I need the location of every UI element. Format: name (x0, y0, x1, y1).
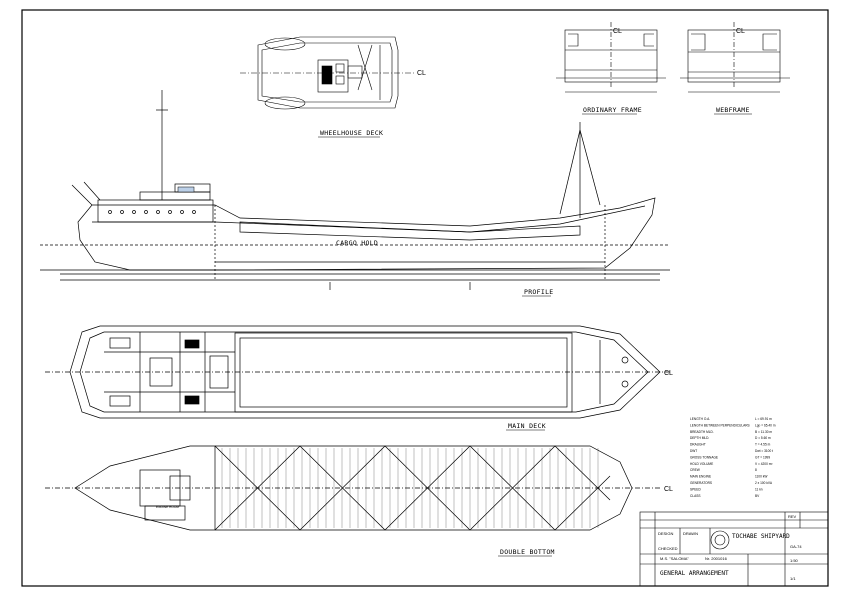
double-bottom-view (45, 445, 660, 531)
cargo-hold-label: CARGO HOLD (336, 239, 378, 247)
double-bottom-floors (221, 448, 599, 528)
particular-value: Dwt = 3100 t (755, 449, 773, 453)
wheelhouse-deck-view (240, 36, 415, 110)
particular-label: LENGTH O.A. (690, 417, 710, 421)
wheelhouse-cl-label: CL (417, 70, 426, 77)
vessel-name: M.S. "SALOMA" (660, 556, 689, 561)
particular-value: D = 5.60 m (755, 436, 771, 440)
particular-value: 2 x 100 kVA (755, 481, 773, 485)
particular-value: V = 4200 m³ (755, 462, 772, 466)
particular-value: BV (755, 494, 760, 498)
particular-label: DRAUGHT (690, 443, 706, 447)
double-bottom-title: DOUBLE BOTTOM (500, 548, 555, 556)
particular-value: L = 69.91 m (755, 417, 772, 421)
particular-label: DWT (690, 449, 697, 453)
particular-label: SPEED (690, 487, 702, 491)
title-block-hdr-checked: CHECKED (658, 546, 678, 551)
drawing-number: GA-74 (790, 544, 802, 549)
main-deck-cl-label: CL (664, 370, 673, 377)
particular-label: GROSS TONNAGE (690, 455, 718, 459)
main-deck-title: MAIN DECK (508, 422, 546, 430)
title-block (639, 511, 829, 587)
profile-view (40, 90, 670, 290)
webframe-view (680, 22, 790, 93)
wheelhouse-deck-title: WHEELHOUSE DECK (320, 129, 383, 137)
particular-label: MAIN ENGINE (690, 475, 711, 479)
drawing-sheet: 1/1 (790, 576, 796, 581)
particular-value: 8 (755, 468, 757, 472)
particular-label: CREW (690, 468, 700, 472)
particular-label: BREADTH MLD. (690, 430, 714, 434)
particular-value: 11 kn (755, 487, 763, 491)
main-deck-view (45, 325, 670, 419)
particular-label: HOLD VOLUME (690, 462, 713, 466)
particular-label: LENGTH BETWEEN PERPENDICULARS (690, 423, 750, 427)
engine-room-label: ENGINE ROOM (156, 505, 179, 509)
ordinary-frame-view (556, 22, 666, 93)
particulars-table: LENGTH O.A. L = 69.91 m LENGTH BETWEEN PER… (690, 417, 776, 498)
shipyard-name: TOCHABE SHIPYARD (732, 533, 790, 540)
particular-label: CLASS (690, 494, 700, 498)
webframe-title: WEBFRAME (716, 106, 750, 114)
webframe-cl-label: CL (736, 28, 745, 35)
particular-label: GENERATORS (690, 481, 712, 485)
ordinary-frame-cl-label: CL (613, 28, 622, 35)
project-number: Nr. 2001016 (705, 556, 728, 561)
title-block-hdr-design: DESIGN (658, 531, 673, 536)
particular-value: Lpp = 65.40 m (755, 423, 776, 427)
profile-title: PROFILE (524, 288, 554, 296)
particular-value: T = 4.55 m (755, 443, 771, 447)
ordinary-frame-title: ORDINARY FRAME (583, 106, 642, 114)
particular-value: GT = 1999 (755, 455, 770, 459)
sheet-border (21, 9, 829, 587)
particular-value: 1100 kW (755, 475, 767, 479)
drawing-title: GENERAL ARRANGEMENT (660, 570, 729, 577)
title-block-hdr-drawn: DRAWN (683, 531, 698, 536)
double-bottom-cl-label: CL (664, 486, 673, 493)
particular-label: DEPTH MLD. (690, 436, 709, 440)
particular-value: B = 11.30 m (755, 430, 772, 434)
title-block-rev: REV (788, 514, 797, 519)
drawing-scale: 1:50 (790, 558, 799, 563)
